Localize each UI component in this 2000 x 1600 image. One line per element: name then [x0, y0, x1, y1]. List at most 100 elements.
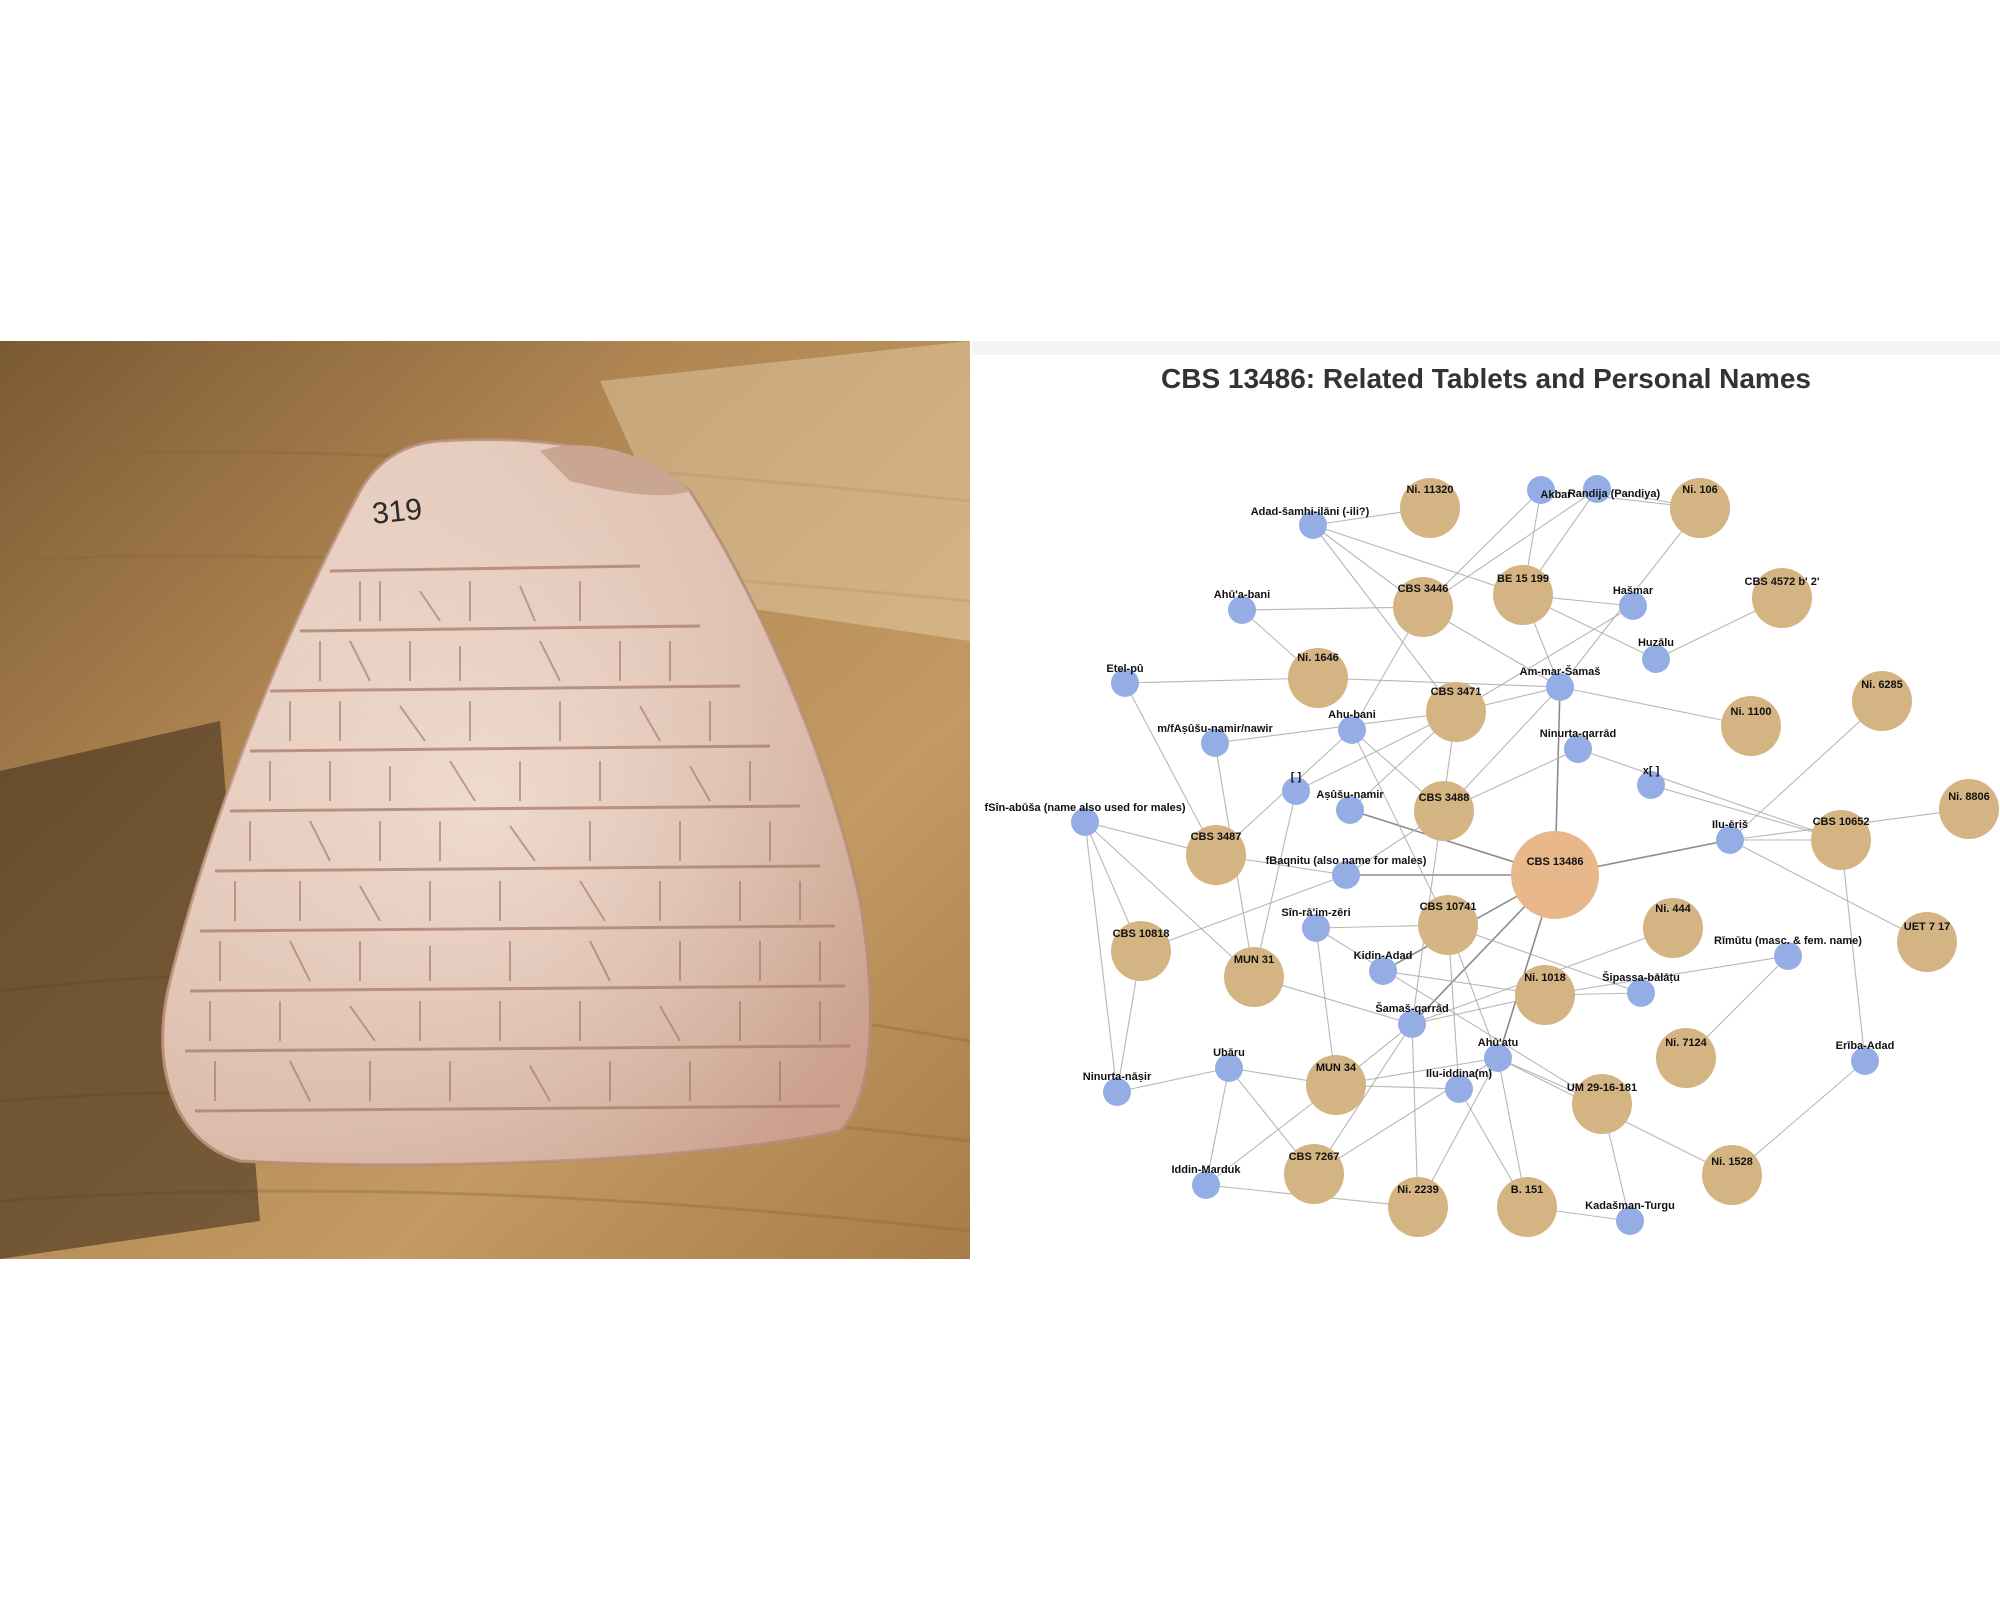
person-node[interactable] [1103, 1078, 1131, 1106]
tablet-node[interactable] [1400, 478, 1460, 538]
tablet-label: CBS 3487 [1191, 831, 1242, 843]
person-node[interactable] [1336, 796, 1364, 824]
tablet-label: CBS 3488 [1419, 792, 1470, 804]
tablet-node[interactable] [1388, 1177, 1448, 1237]
person-label: Hašmar [1613, 585, 1654, 597]
tablet-node[interactable] [1224, 947, 1284, 1007]
tablet-node[interactable] [1186, 825, 1246, 885]
person-label: Ilu-iddina(m) [1426, 1068, 1492, 1080]
person-label: Rīmūtu (masc. & fem. name) [1714, 935, 1862, 947]
tablet-node[interactable] [1670, 478, 1730, 538]
person-node[interactable] [1616, 1207, 1644, 1235]
tablet-node[interactable] [1897, 912, 1957, 972]
person-node[interactable] [1071, 808, 1099, 836]
graph-edge [1559, 686, 1752, 727]
tablet-photo: 319 [0, 341, 970, 1259]
tablet-node[interactable] [1111, 921, 1171, 981]
person-node[interactable] [1192, 1171, 1220, 1199]
tablet-node[interactable] [1939, 779, 1999, 839]
person-node[interactable] [1527, 476, 1555, 504]
graph-edge [1455, 605, 1634, 713]
graph-edge [1241, 606, 1424, 611]
person-label: fSîn-abūša (name also used for males) [984, 802, 1185, 814]
person-node[interactable] [1445, 1075, 1473, 1103]
network-graph-panel: CBS 13486: Related Tablets and Personal … [972, 341, 2000, 1259]
person-node[interactable] [1282, 777, 1310, 805]
person-label: Randija (Pandiya) [1568, 488, 1661, 500]
person-label: Am-mar-Šamaš [1520, 665, 1601, 678]
graph-edge [1650, 784, 1842, 841]
person-node[interactable] [1564, 735, 1592, 763]
tablet-label: UM 29-16-181 [1567, 1082, 1637, 1094]
graph-edge [1124, 682, 1217, 856]
graph-edge [1084, 821, 1118, 1093]
person-node[interactable] [1484, 1044, 1512, 1072]
tablet-label: CBS 10652 [1813, 816, 1870, 828]
person-node[interactable] [1398, 1010, 1426, 1038]
tablet-node[interactable] [1643, 898, 1703, 958]
tablet-label: CBS 3471 [1431, 686, 1482, 698]
tablet-label: UET 7 17 [1904, 921, 1950, 933]
center-tablet-node[interactable] [1511, 831, 1599, 919]
tablet-node[interactable] [1497, 1177, 1557, 1237]
person-label: Adad-šamhi-ilāni (-ili?) [1251, 506, 1370, 518]
person-label: Ilu-ēriš [1712, 819, 1748, 831]
person-node[interactable] [1851, 1047, 1879, 1075]
graph-edge [1544, 955, 1789, 996]
tablet-node[interactable] [1702, 1145, 1762, 1205]
tablet-node[interactable] [1572, 1074, 1632, 1134]
person-label: Erība-Adad [1836, 1040, 1895, 1052]
graph-edge [1312, 524, 1524, 596]
tablet-label: B. 151 [1511, 1184, 1543, 1196]
person-label: Etel-pû [1106, 663, 1143, 675]
person-node[interactable] [1302, 914, 1330, 942]
tablet-node[interactable] [1418, 895, 1478, 955]
person-node[interactable] [1111, 669, 1139, 697]
tablet-node[interactable] [1414, 781, 1474, 841]
tablet-label: Ni. 444 [1655, 903, 1691, 915]
graph-edge [1253, 790, 1297, 978]
tablet-node[interactable] [1656, 1028, 1716, 1088]
person-label: Akbar [1540, 489, 1572, 501]
person-node[interactable] [1369, 957, 1397, 985]
graph-edge [1729, 839, 1928, 943]
tablet-label: Ni. 1646 [1297, 652, 1339, 664]
graph-edge [1124, 677, 1319, 684]
tablet-node[interactable] [1721, 696, 1781, 756]
tablet-node[interactable] [1752, 568, 1812, 628]
tablet-node[interactable] [1852, 671, 1912, 731]
person-node[interactable] [1215, 1054, 1243, 1082]
person-label: m/fAṣûšu-namir/nawir [1157, 723, 1273, 735]
tablet-node[interactable] [1288, 648, 1348, 708]
person-node[interactable] [1583, 475, 1611, 503]
tablet-label: Ni. 106 [1682, 484, 1717, 496]
person-label: x[ ] [1643, 765, 1660, 777]
person-node[interactable] [1299, 511, 1327, 539]
graph-edge [1577, 748, 1842, 841]
person-node[interactable] [1774, 942, 1802, 970]
person-node[interactable] [1201, 729, 1229, 757]
tablet-node[interactable] [1426, 682, 1486, 742]
person-node[interactable] [1619, 592, 1647, 620]
person-node[interactable] [1642, 645, 1670, 673]
tablet-node[interactable] [1493, 565, 1553, 625]
person-label: Iddin-Marduk [1171, 1164, 1241, 1176]
tablet-node[interactable] [1393, 577, 1453, 637]
tablet-label: CBS 3446 [1398, 583, 1449, 595]
person-node[interactable] [1627, 979, 1655, 1007]
person-node[interactable] [1338, 716, 1366, 744]
tablet-node[interactable] [1306, 1055, 1366, 1115]
tablet-node[interactable] [1811, 810, 1871, 870]
person-node[interactable] [1332, 861, 1360, 889]
person-node[interactable] [1546, 673, 1574, 701]
tablet-node[interactable] [1515, 965, 1575, 1025]
tablet-node[interactable] [1284, 1144, 1344, 1204]
tablet-label: CBS 13486 [1527, 856, 1584, 868]
person-node[interactable] [1228, 596, 1256, 624]
tablet-number-label: 319 [370, 493, 423, 531]
person-node[interactable] [1637, 771, 1665, 799]
graph-edge [1447, 924, 1642, 994]
person-node[interactable] [1716, 826, 1744, 854]
graph-edge [1840, 839, 1866, 1062]
